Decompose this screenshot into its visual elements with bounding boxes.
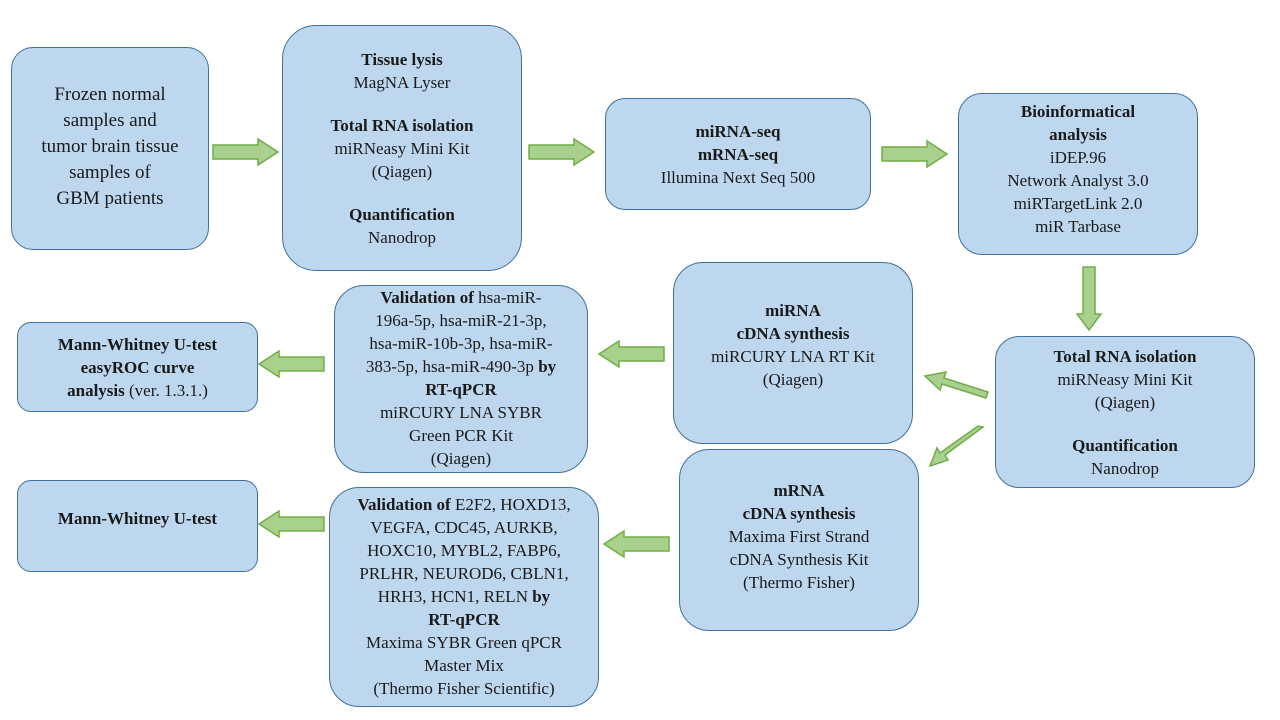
by-label: by: [538, 357, 557, 376]
box-mann-whitney: Mann-Whitney U-test: [17, 480, 258, 572]
analysis-title: analysis: [67, 380, 125, 400]
tool-item: miRTargetLink 2.0: [1013, 194, 1143, 213]
arrow-diagonal-icon: [928, 425, 985, 468]
rna-isolation-vendor: (Qiagen): [371, 161, 433, 181]
mrna-title: mRNA: [773, 481, 825, 500]
samples-line: samples and: [63, 109, 157, 131]
samples-line: GBM patients: [56, 187, 164, 209]
qpcr-kit-vendor: (Thermo Fisher Scientific): [373, 678, 555, 698]
arrow-right-icon: [528, 137, 596, 167]
by-label: by: [532, 586, 551, 606]
rna-isolation-title: Total RNA isolation: [1053, 346, 1197, 366]
synthesis-kit: Maxima First Strand: [728, 527, 870, 546]
mirna-list: 196a-5p, hsa-miR-21-3p,: [375, 311, 547, 330]
qpcr-kit: Maxima SYBR Green qPCR: [366, 632, 562, 652]
arrow-left-icon: [257, 509, 325, 539]
box-mirna-validation: Validation of hsa-miR- 196a-5p, hsa-miR-…: [334, 285, 588, 473]
box-bioinformatics: Bioinformatical analysis iDEP.96 Network…: [958, 93, 1198, 255]
qpcr-kit: Master Mix: [424, 655, 504, 675]
rna-isolation-kit: miRNeasy Mini Kit: [1057, 369, 1193, 389]
bioinformatics-title: Bioinformatical: [1020, 102, 1136, 121]
box-rna-isolation-validation: Total RNA isolation miRNeasy Mini Kit (Q…: [995, 336, 1255, 488]
tool-item: iDEP.96: [1049, 148, 1107, 167]
pcr-kit: miRCURY LNA SYBR: [380, 403, 542, 422]
arrow-right-icon: [212, 137, 280, 167]
cdna-synthesis-title: cDNA synthesis: [742, 504, 856, 523]
tissue-lysis-title: Tissue lysis: [361, 49, 443, 69]
box-mann-whitney-roc: Mann-Whitney U-test easyROC curve analys…: [17, 322, 258, 412]
gene-list: E2F2, HOXD13,: [454, 494, 571, 514]
version-label: (ver. 1.3.1.): [124, 380, 208, 400]
cdna-synthesis-title: cDNA synthesis: [736, 324, 850, 343]
mann-whitney-title: Mann-Whitney U-test: [57, 334, 218, 354]
gene-list: HOXC10, MYBL2, FABP6,: [367, 540, 561, 560]
rt-kit-vendor: (Qiagen): [762, 370, 824, 389]
pcr-kit: Green PCR Kit: [409, 426, 513, 445]
sequencer: Illumina Next Seq 500: [660, 167, 816, 187]
mrna-seq-title: mRNA-seq: [697, 144, 779, 164]
validation-label: Validation of: [357, 494, 451, 514]
box-mirna-cdna-synthesis: miRNA cDNA synthesis miRCURY LNA RT Kit …: [673, 262, 913, 444]
box-mrna-validation: Validation of E2F2, HOXD13, VEGFA, CDC45…: [329, 487, 599, 707]
validation-label: Validation of: [380, 288, 474, 307]
gene-list: HRH3, HCN1, RELN: [377, 586, 528, 606]
synthesis-kit-vendor: (Thermo Fisher): [743, 573, 855, 592]
synthesis-kit: cDNA Synthesis Kit: [729, 550, 869, 569]
box-tissue-lysis: Tissue lysis MagNA Lyser Total RNA isola…: [282, 25, 522, 271]
rt-qpcr-label: RT-qPCR: [425, 380, 497, 399]
quantification-title: Quantification: [1072, 435, 1178, 455]
rt-qpcr-label: RT-qPCR: [428, 609, 500, 629]
mirna-seq-title: miRNA-seq: [695, 121, 781, 141]
rna-isolation-vendor: (Qiagen): [1094, 392, 1156, 412]
tissue-lysis-method: MagNA Lyser: [353, 72, 451, 92]
mirna-list: 383-5p, hsa-miR-490-3p: [365, 357, 534, 376]
rna-isolation-kit: miRNeasy Mini Kit: [334, 138, 470, 158]
mann-whitney-title: Mann-Whitney U-test: [57, 509, 218, 528]
arrow-left-icon: [597, 339, 665, 369]
bioinformatics-title: analysis: [1049, 125, 1107, 144]
gene-list: VEGFA, CDC45, AURKB,: [370, 517, 558, 537]
arrow-left-icon: [257, 349, 325, 379]
arrow-left-icon: [602, 529, 670, 559]
gene-list: PRLHR, NEUROD6, CBLN1,: [359, 563, 569, 583]
quantification-title: Quantification: [349, 204, 455, 224]
tool-item: Network Analyst 3.0: [1007, 171, 1149, 190]
arrow-diagonal-icon: [923, 371, 989, 399]
mirna-list: hsa-miR-10b-3p, hsa-miR-: [369, 334, 553, 353]
samples-line: Frozen normal: [54, 83, 166, 105]
easyroc-title: easyROC curve: [80, 357, 195, 377]
arrow-right-icon: [881, 139, 949, 169]
rt-kit: miRCURY LNA RT Kit: [711, 347, 875, 366]
samples-line: tumor brain tissue: [41, 135, 179, 157]
arrow-down-icon: [1075, 266, 1103, 332]
quantification-method: Nanodrop: [1091, 458, 1159, 478]
tool-item: miR Tarbase: [1035, 217, 1121, 236]
quantification-method: Nanodrop: [368, 227, 436, 247]
box-sequencing: miRNA-seq mRNA-seq Illumina Next Seq 500: [605, 98, 871, 210]
rna-isolation-title: Total RNA isolation: [330, 115, 474, 135]
mirna-list: hsa-miR-: [478, 288, 542, 307]
box-frozen-samples: Frozen normal samples and tumor brain ti…: [11, 47, 209, 250]
box-mrna-cdna-synthesis: mRNA cDNA synthesis Maxima First Strand …: [679, 449, 919, 631]
pcr-kit-vendor: (Qiagen): [430, 449, 492, 468]
mirna-title: miRNA: [765, 301, 821, 320]
samples-line: samples of: [69, 161, 151, 183]
